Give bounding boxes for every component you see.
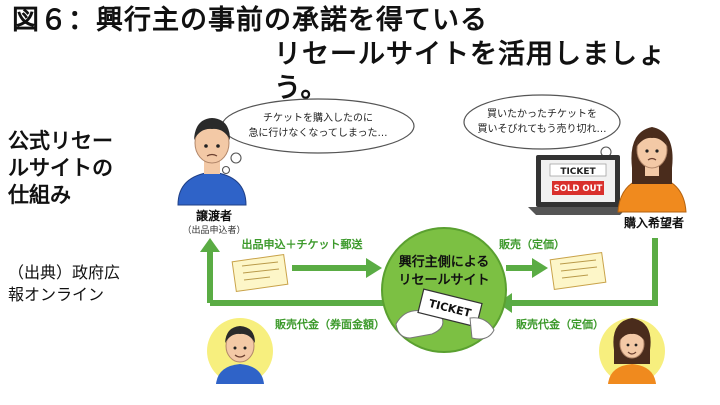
source-note: （出典）政府広 報オンライン bbox=[8, 262, 158, 306]
buyer-person-icon bbox=[617, 127, 687, 213]
seller-thought-line: チケットを購入したのに bbox=[263, 111, 373, 124]
page-title: 図６：興行主の事前の承諾を得ている リセールサイトを活用しましょう。 bbox=[12, 4, 712, 106]
seller-thought-line: 急に行けなくなってしまった… bbox=[248, 126, 387, 139]
flow-label-submit: 出品申込＋チケット郵送 bbox=[242, 237, 364, 251]
buyer-face-icon bbox=[599, 318, 665, 384]
seller-thought-bubble: チケットを購入したのに 急に行けなくなってしまった… bbox=[221, 98, 415, 175]
buyer-label: 購入希望者 bbox=[623, 215, 684, 230]
seller-sublabel: （出品申込者） bbox=[182, 224, 245, 236]
source-note-line: 報オンライン bbox=[8, 285, 105, 304]
ticket-stub-icon bbox=[231, 253, 289, 293]
hand-ticket-icon: TICKET bbox=[395, 288, 495, 340]
center-label-line: 興行主側による bbox=[399, 254, 490, 270]
sold-out-badge: SOLD OUT bbox=[554, 184, 603, 194]
flow-label-payment: 販売代金（定価） bbox=[516, 317, 604, 331]
side-caption-line: 仕組み bbox=[8, 183, 71, 207]
title-line-2: リセールサイトを活用しましょう。 bbox=[274, 39, 666, 104]
seller-label: 譲渡者 bbox=[196, 208, 232, 223]
side-caption: 公式リセー ルサイトの 仕組み bbox=[8, 128, 158, 209]
source-note-line: （出典）政府広 bbox=[8, 263, 121, 282]
laptop-ticket-text: TICKET bbox=[560, 167, 596, 177]
side-caption-line: ルサイトの bbox=[8, 156, 113, 180]
seller-person-icon bbox=[177, 118, 247, 206]
flow-label-sale: 販売（定価） bbox=[499, 237, 565, 251]
ticket-stub-icon bbox=[549, 251, 607, 291]
flow-loop bbox=[200, 238, 658, 313]
side-caption-line: 公式リセー bbox=[8, 129, 113, 153]
payment-arrow bbox=[508, 238, 658, 306]
buyer-thought-bubble: 買いたかったチケットを 買いそびれてもう売り切れ… bbox=[463, 94, 621, 169]
buyer-thought-line: 買いたかったチケットを bbox=[487, 108, 597, 120]
flow-label-payout: 販売代金（券面金額） bbox=[275, 317, 385, 331]
title-line-1: 図６：興行主の事前の承諾を得ている bbox=[12, 5, 488, 36]
laptop-icon: TICKET SOLD OUT bbox=[528, 155, 628, 215]
seller-face-icon bbox=[207, 318, 273, 384]
buyer-thought-line: 買いそびれてもう売り切れ… bbox=[478, 122, 607, 135]
center-label-line: リセールサイト bbox=[398, 273, 489, 288]
